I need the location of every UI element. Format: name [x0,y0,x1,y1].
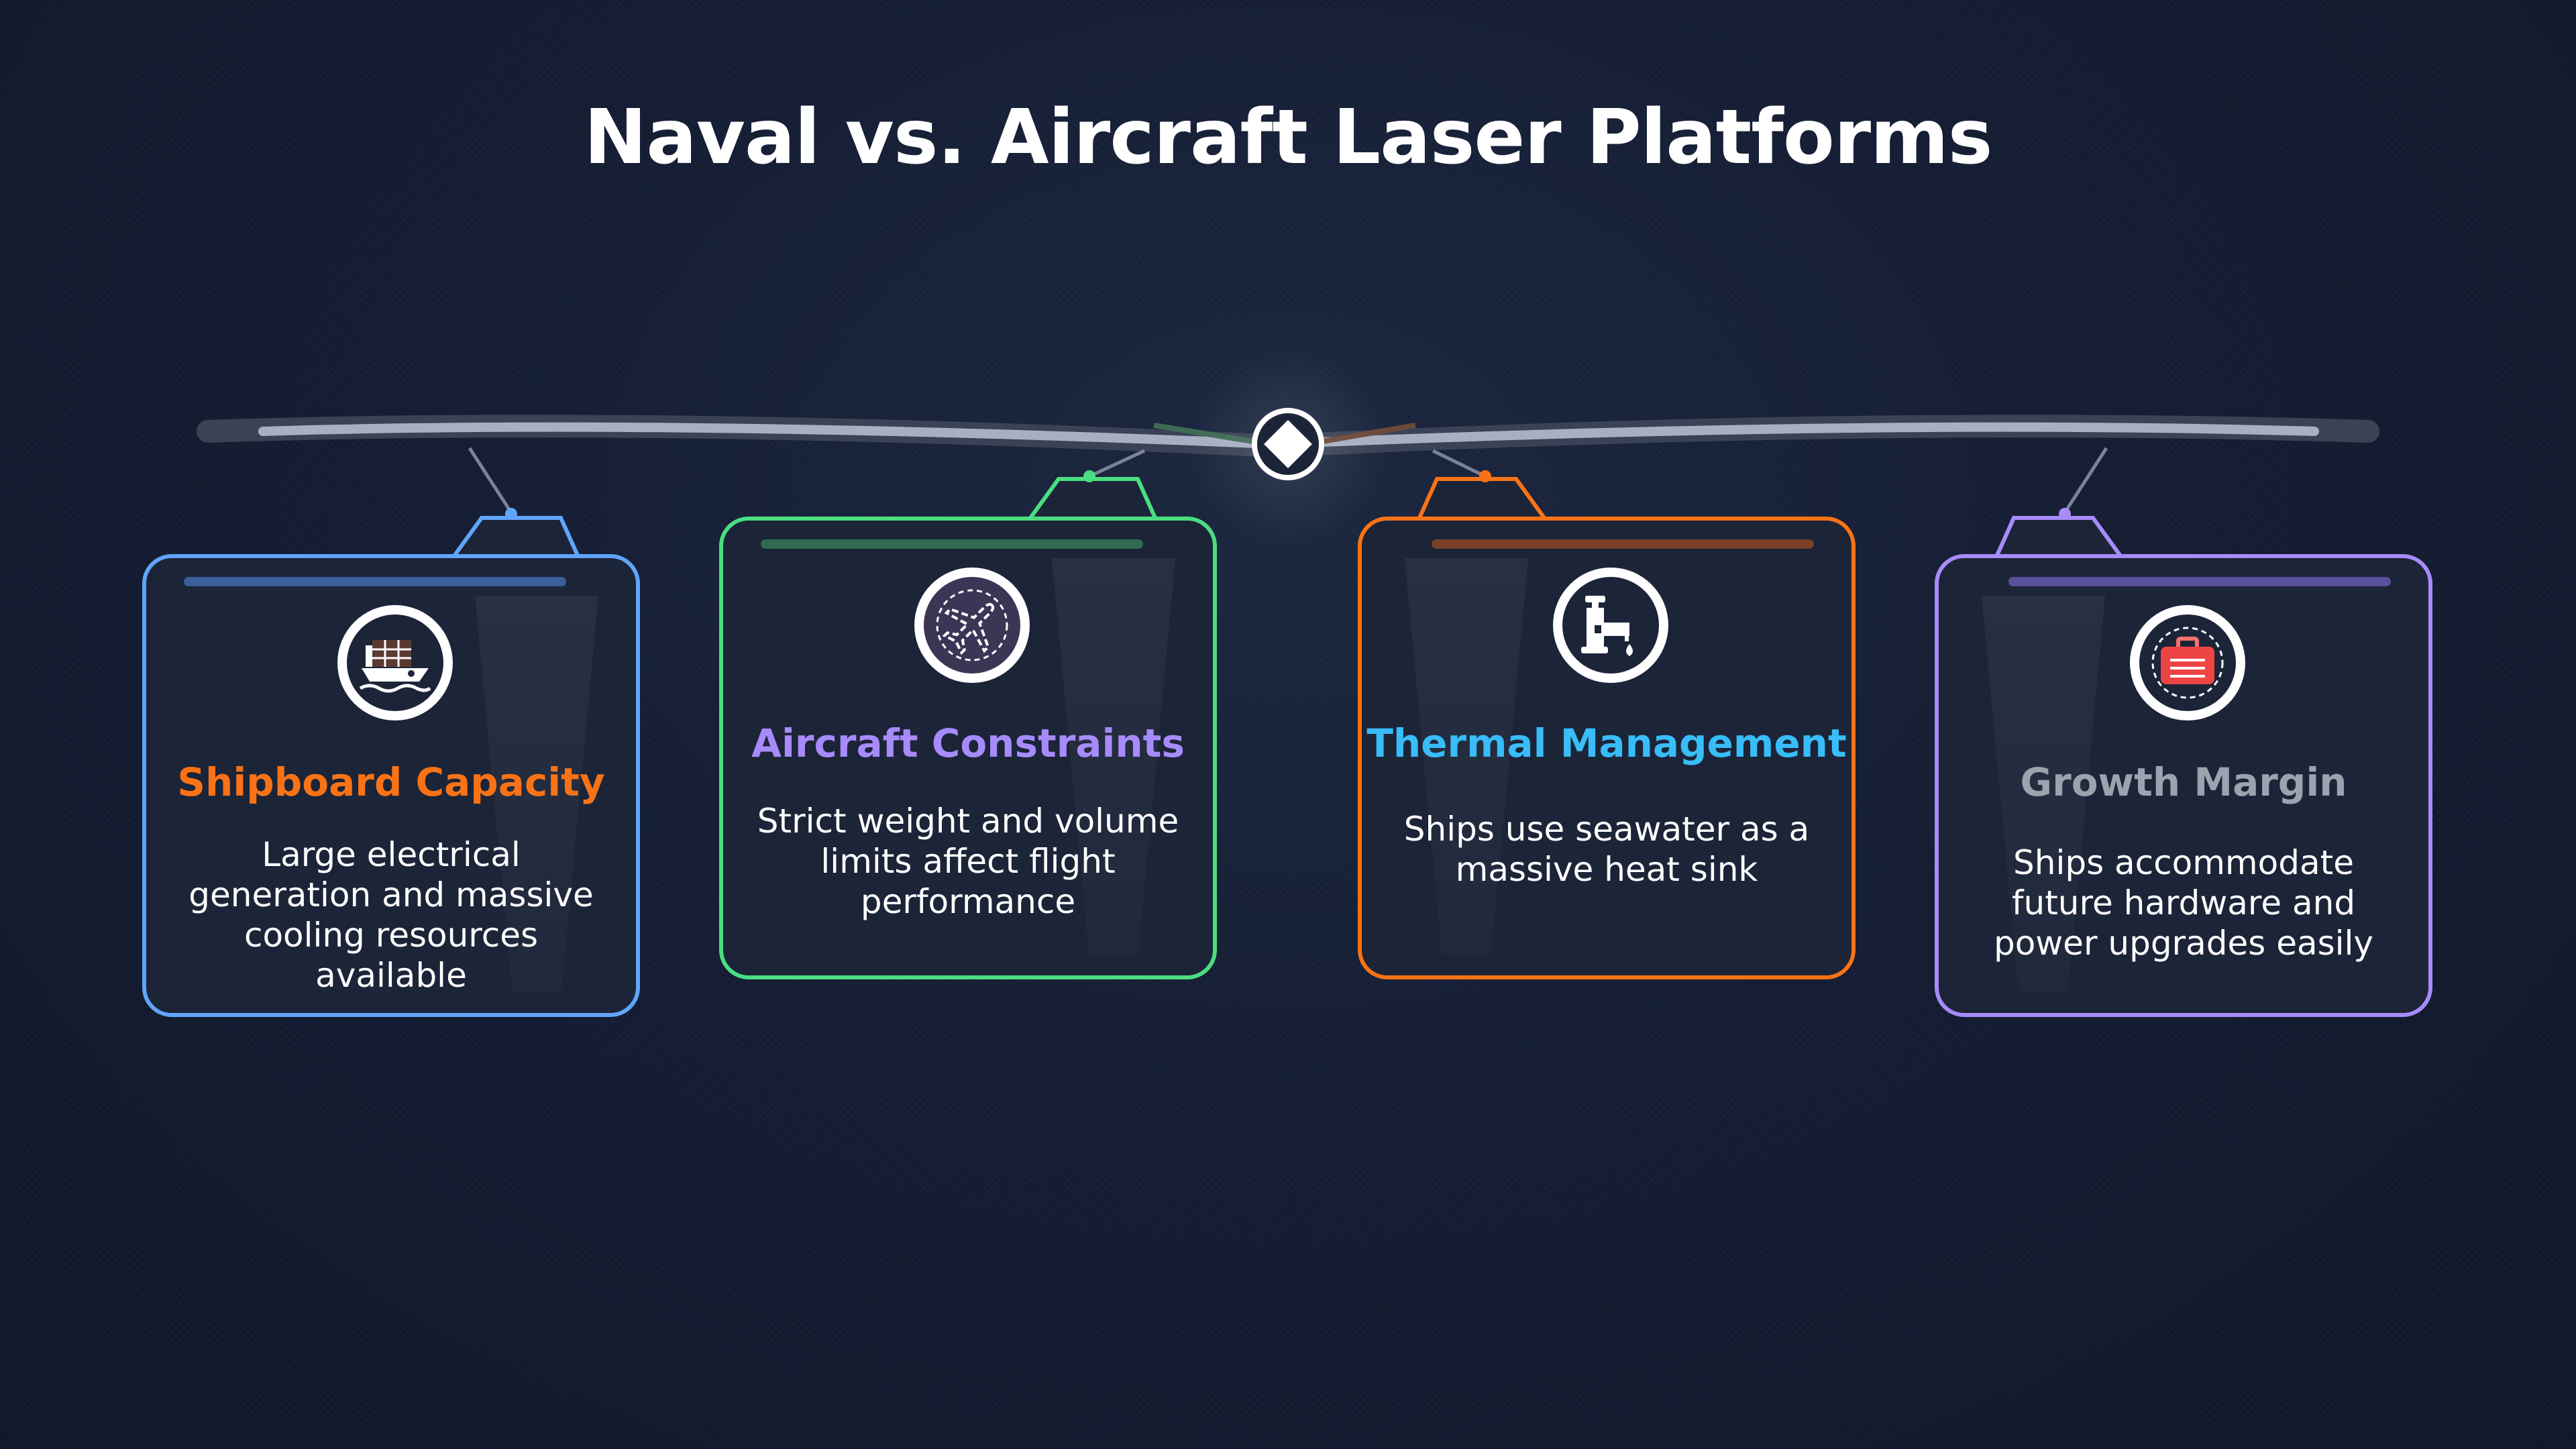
hanger-string-4 [2063,447,2108,514]
card-growth-margin: Growth Margin Ships accommodate future h… [1935,554,2432,1017]
card-text: Strict weight and volume limits affect f… [757,802,1179,921]
card-aircraft-constraints: Aircraft Constraints Strict weight and v… [719,517,1217,979]
icon-badge [1553,568,1668,683]
toolbox-icon [2151,627,2224,699]
card-shipboard-capacity: Shipboard Capacity Large electrical gene… [142,554,640,1017]
cargo-ship-icon [359,640,431,693]
icon-badge [914,568,1030,683]
hanger-tab-2 [1028,477,1157,519]
hanger-string-2 [1088,449,1146,478]
card-text: Ships use seawater as a massive heat sin… [1403,810,1810,889]
airplane-icon [936,589,1008,661]
card-accent-bar [1432,539,1814,549]
hanger-string-3 [1432,449,1487,478]
hanger-string-1 [468,447,513,514]
card-title: Aircraft Constraints [751,720,1185,766]
card-thermal-management: Thermal Management Ships use seawater as… [1358,517,1856,979]
card-text: Large electrical generation and massive … [189,835,594,995]
pivot-diamond-icon [1264,420,1312,468]
hanger-tab-4 [1994,516,2123,558]
card-title: Thermal Management [1366,720,1847,766]
hanger-tab-1 [451,516,580,558]
card-title: Growth Margin [2020,759,2347,805]
card-text: Ships accommodate future hardware and po… [1993,843,2374,963]
card-accent-bar [2008,577,2391,586]
water-faucet-icon [1581,596,1633,656]
icon-badge [337,605,453,720]
card-accent-bar [184,577,566,586]
hanger-tab-3 [1417,477,1546,519]
page-title: Naval vs. Aircraft Laser Platforms [584,94,1993,181]
icon-badge [2130,605,2245,720]
card-title: Shipboard Capacity [177,759,605,805]
card-accent-bar [761,539,1143,549]
